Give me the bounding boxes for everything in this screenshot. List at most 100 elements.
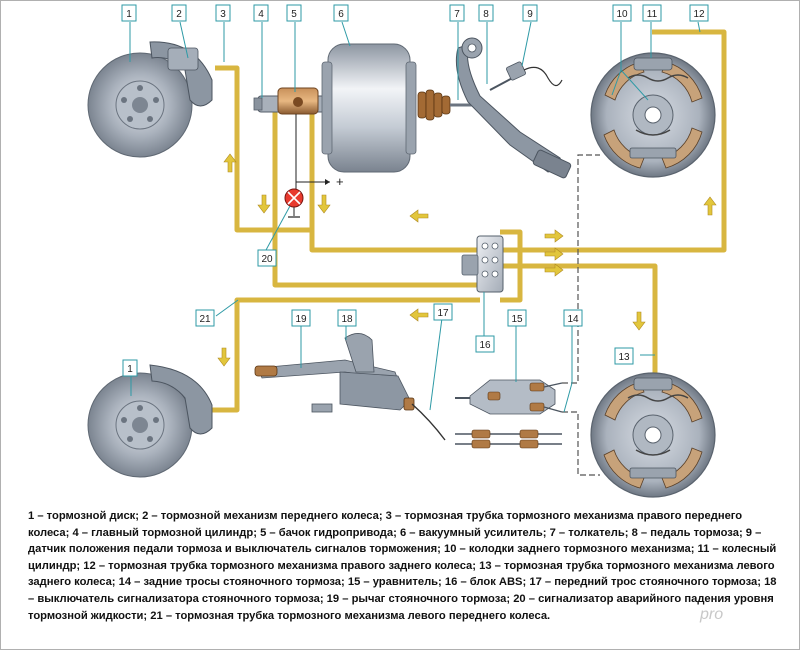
- parking-brake-equalizer: [455, 379, 563, 449]
- brake-line-front-left: [210, 297, 480, 413]
- callout-number: 9: [527, 9, 533, 20]
- callout-2: 2: [171, 4, 187, 22]
- callout-number: 7: [454, 9, 460, 20]
- callout-box: [689, 4, 709, 22]
- callout-number: 1: [127, 364, 133, 375]
- callout-box: [475, 335, 495, 353]
- arrow-down-icon: [217, 347, 231, 367]
- callout-10: 10: [612, 4, 632, 22]
- arrow-left-icon: [409, 209, 429, 223]
- callout-number: 21: [199, 314, 211, 325]
- front-right-disc-brake: [87, 41, 213, 158]
- arrow-up-icon: [223, 153, 237, 173]
- callout-box: [215, 4, 231, 22]
- callout-number: 6: [338, 9, 344, 20]
- callout-box: [507, 309, 527, 327]
- callout-number: 10: [616, 9, 628, 20]
- callout-1: 1: [121, 4, 137, 22]
- callout-4: 4: [253, 4, 269, 22]
- callout-box: [478, 4, 494, 22]
- rear-cable-left: [562, 411, 600, 476]
- callout-8: 8: [478, 4, 494, 22]
- callout-12: 12: [689, 4, 709, 22]
- callout-box: [449, 4, 465, 22]
- callout-number: 19: [295, 314, 307, 325]
- wheel-cylinder: [633, 57, 673, 71]
- callout-number: 11: [647, 9, 658, 20]
- callout-number: 15: [511, 314, 523, 325]
- front-left-disc-brake: [87, 364, 213, 478]
- callout-box: [614, 347, 634, 365]
- callout-20: 20: [257, 249, 277, 267]
- arrow-up-icon: [703, 196, 717, 216]
- front-parking-cable: [411, 403, 446, 441]
- parking-brake-lever: [254, 333, 446, 441]
- callout-17: 17: [433, 303, 453, 321]
- callout-11: 11: [642, 4, 662, 22]
- brake-line-master-right: [309, 108, 480, 253]
- callout-box: [642, 4, 662, 22]
- callout-3: 3: [215, 4, 231, 22]
- callout-5: 5: [286, 4, 302, 22]
- callout-16: 16: [475, 335, 495, 353]
- callout-leaders: [129, 21, 701, 413]
- callout-number: 20: [261, 254, 273, 265]
- flow-arrows: [217, 153, 717, 367]
- callout-number: 14: [567, 314, 579, 325]
- callout-number: 4: [258, 9, 264, 20]
- brake-line-rear-left: [500, 263, 658, 385]
- callout-number: 2: [176, 9, 182, 20]
- plus-sign: +: [336, 174, 344, 189]
- brake-line-master-left: [272, 108, 480, 288]
- figure-caption: 1 – тормозной диск; 2 – тормозной механи…: [28, 510, 777, 622]
- callout-box: [121, 4, 137, 22]
- callout-box: [563, 309, 583, 327]
- callout-box: [253, 4, 269, 22]
- brake-system-diagram: +: [87, 4, 727, 498]
- callout-number: 3: [220, 9, 226, 20]
- callout-box: [612, 4, 632, 22]
- callout-box: [337, 309, 357, 327]
- arrow-right-icon: [544, 247, 564, 261]
- callout-box: [291, 309, 311, 327]
- callout-13: 13: [614, 347, 634, 365]
- rear-cable-right: [562, 154, 600, 384]
- callout-number: 18: [341, 314, 353, 325]
- arrow-down-icon: [257, 194, 271, 214]
- callout-number: 1: [126, 9, 132, 20]
- arrow-right-icon: [544, 263, 564, 277]
- arrow-right-icon: [544, 229, 564, 243]
- watermark: pro: [700, 606, 724, 623]
- arrow-down-icon: [317, 194, 331, 214]
- callout-box: [122, 359, 138, 377]
- callout-6: 6: [333, 4, 349, 22]
- callout-box: [433, 303, 453, 321]
- vacuum-booster: [327, 43, 411, 173]
- brake-caliper: [149, 364, 213, 435]
- callout-1: 1: [122, 359, 138, 377]
- callout-number: 17: [437, 308, 449, 319]
- callout-18: 18: [337, 309, 357, 327]
- callout-number: 13: [618, 352, 630, 363]
- brake-line-rear-right: [500, 29, 727, 253]
- callout-number: 5: [291, 9, 297, 20]
- callout-box: [333, 4, 349, 22]
- master-cylinder-assembly: [253, 43, 482, 190]
- rear-right-drum-brake: [590, 52, 716, 178]
- arrow-down-icon: [632, 311, 646, 331]
- pedal-position-sensor: [489, 61, 563, 91]
- callout-7: 7: [449, 4, 465, 22]
- callout-box: [257, 249, 277, 267]
- brake-pedal-assembly: [455, 37, 572, 179]
- fluid-level-warning-lamp: [284, 188, 304, 218]
- callout-number: 12: [693, 9, 705, 20]
- callout-box: [522, 4, 538, 22]
- brake-lines: [210, 29, 727, 413]
- callout-box: [286, 4, 302, 22]
- rear-left-drum-brake: [590, 372, 716, 498]
- callout-number: 16: [479, 340, 491, 351]
- callout-9: 9: [522, 4, 538, 22]
- callout-number: 8: [483, 9, 489, 20]
- callout-21: 21: [195, 309, 215, 327]
